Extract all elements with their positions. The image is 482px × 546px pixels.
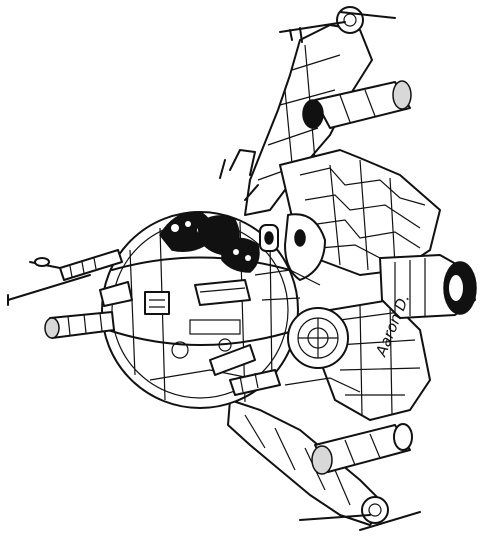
forward-cannons [7,249,281,396]
cockpit-cluster [159,211,326,281]
front-hatch [287,307,349,369]
lower-wing [227,399,421,531]
detail-pipes [219,149,361,393]
upper-engine-pod [302,80,412,129]
lower-engine-pod [311,423,413,475]
rear-exhaust [379,254,477,319]
